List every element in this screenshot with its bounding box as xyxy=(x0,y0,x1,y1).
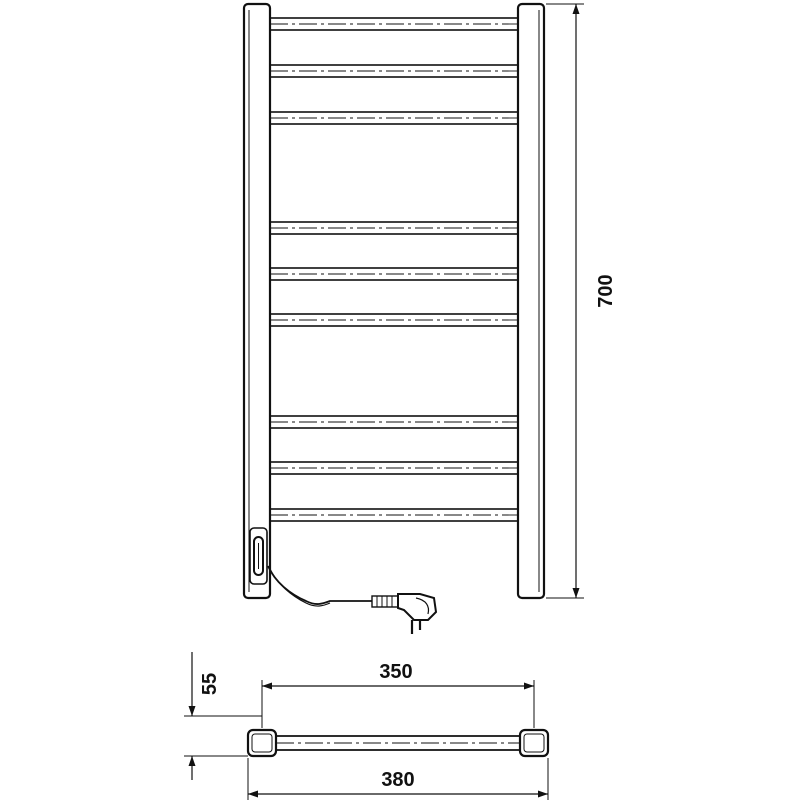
crossbar xyxy=(269,267,519,281)
crossbar xyxy=(269,313,519,327)
left-post xyxy=(242,2,272,600)
switch-icon xyxy=(249,527,268,585)
depth-dimension: 55 xyxy=(184,652,262,780)
top-view: 350 380 55 xyxy=(184,652,550,800)
depth-dimension-label: 55 xyxy=(199,673,221,695)
front-view: 700 xyxy=(242,2,617,634)
crossbar xyxy=(269,64,519,78)
crossbars xyxy=(269,17,519,522)
width-total-label: 380 xyxy=(381,769,414,791)
width-total-dimension: 380 xyxy=(247,758,549,800)
top-view-left-post xyxy=(246,728,278,758)
crossbar xyxy=(269,461,519,475)
height-dimension: 700 xyxy=(546,3,617,599)
power-cable xyxy=(267,565,372,605)
top-view-right-post xyxy=(518,728,550,758)
height-dimension-label: 700 xyxy=(595,274,617,307)
crossbar xyxy=(269,111,519,125)
top-view-bar xyxy=(276,735,520,751)
crossbar xyxy=(269,508,519,522)
crossbar xyxy=(269,415,519,429)
right-post xyxy=(516,2,546,600)
crossbar xyxy=(269,17,519,31)
crossbar xyxy=(269,221,519,235)
power-plug-icon xyxy=(371,593,438,634)
width-centers-label: 350 xyxy=(379,661,412,683)
width-centers-dimension: 350 xyxy=(261,661,535,728)
